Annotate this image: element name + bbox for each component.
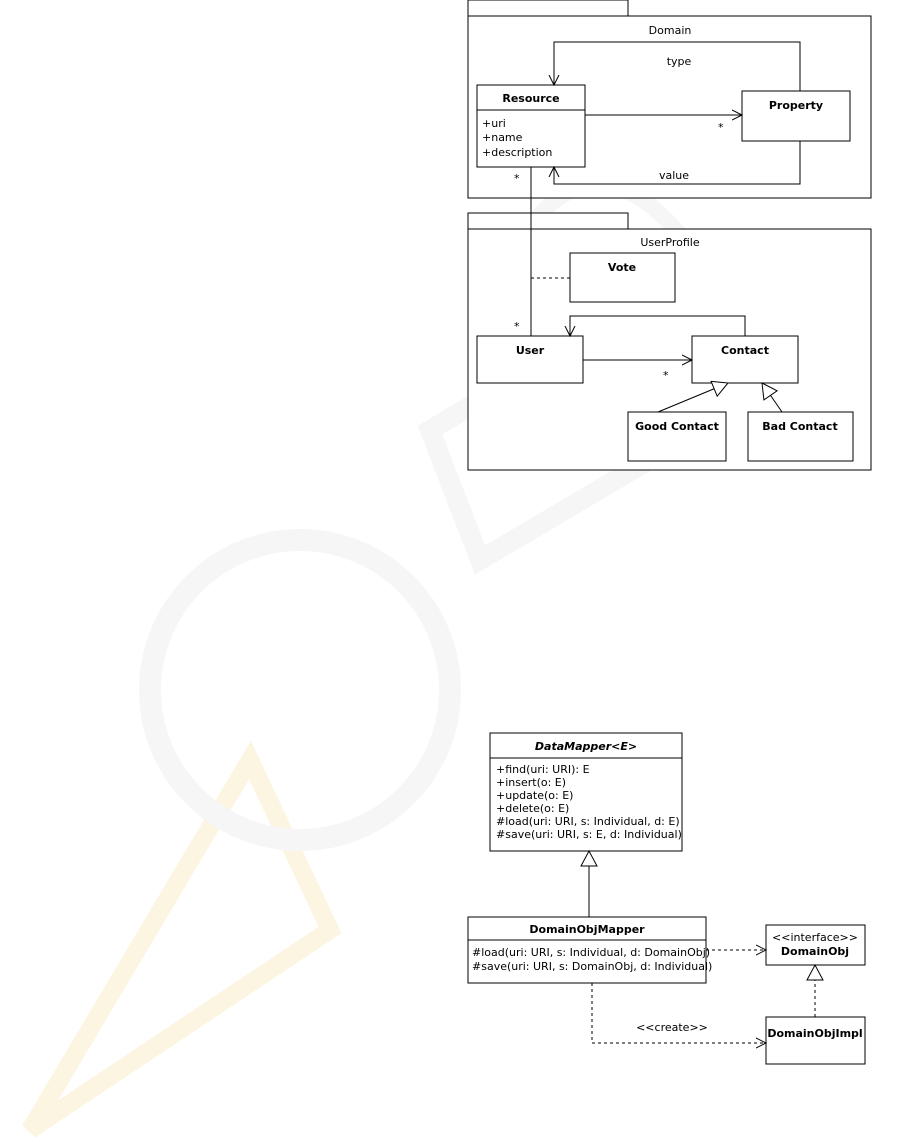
resource-attribute: +uri [482,117,506,130]
class-data-mapper[interactable]: DataMapper<E> +find(uri: URI): E +insert… [489,732,683,852]
class-user[interactable]: User [476,335,584,384]
assoc-value [554,141,801,185]
label-create: <<create>> [636,1021,708,1034]
class-good-contact[interactable]: Good Contact [627,411,727,462]
data-mapper-operation: +update(o: E) [496,789,573,802]
domain-obj-stereotype: <<interface>> [772,931,858,944]
class-domain-obj-mapper[interactable]: DomainObjMapper #load(uri: URI, s: Indiv… [467,916,712,984]
multiplicity-resource: * [514,172,520,185]
resource-attribute: +name [482,131,523,144]
class-good-contact-name: Good Contact [635,420,719,433]
domain-obj-mapper-operation: #save(uri: URI, s: DomainObj, d: Individ… [472,960,712,973]
class-bad-contact[interactable]: Bad Contact [747,411,854,462]
class-vote-name: Vote [608,261,636,274]
package-domain-name: Domain [649,24,692,37]
class-contact-name: Contact [721,344,769,357]
class-property[interactable]: Property [741,90,851,142]
multiplicity-property: * [718,121,724,134]
class-domain-obj-name: DomainObj [781,945,849,958]
class-data-mapper-name: DataMapper<E> [535,740,637,753]
class-resource-name: Resource [502,92,559,105]
multiplicity-user: * [514,320,520,333]
assoc-contact-user [570,315,746,336]
domain-obj-mapper-operation: #load(uri: URI, s: Individual, d: Domain… [472,946,710,959]
class-user-name: User [516,344,545,357]
class-domain-obj-impl[interactable]: DomainObjImpl [765,1016,866,1065]
class-domain-obj[interactable]: <<interface>> DomainObj [765,924,866,966]
data-mapper-operation: #save(uri: URI, s: E, d: Individual) [496,828,682,841]
generalization-bad-contact [761,382,783,413]
data-mapper-operation: +insert(o: E) [496,776,566,789]
label-type: type [667,55,692,68]
class-domain-obj-impl-name: DomainObjImpl [767,1027,862,1040]
class-property-name: Property [769,99,823,112]
class-bad-contact-name: Bad Contact [762,420,837,433]
generalization-good-contact [657,380,729,413]
assoc-type [554,41,801,91]
class-domain-obj-mapper-name: DomainObjMapper [529,923,645,936]
label-value: value [659,169,689,182]
class-contact[interactable]: Contact [691,335,799,384]
multiplicity-contact: * [663,369,669,382]
class-resource[interactable]: Resource +uri +name +description [476,84,586,168]
data-mapper-operation: +find(uri: URI): E [496,763,590,776]
package-userprofile-name: UserProfile [640,236,700,249]
data-mapper-operation: #load(uri: URI, s: Individual, d: E) [496,815,680,828]
resource-attribute: +description [482,146,552,159]
class-vote[interactable]: Vote [569,252,676,303]
dependency-create [591,983,766,1043]
data-mapper-operation: +delete(o: E) [496,802,569,815]
